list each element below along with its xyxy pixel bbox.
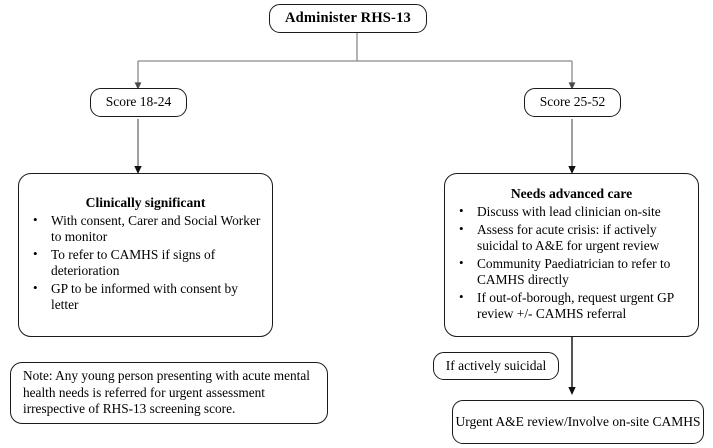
clinically-significant-list: With consent, Carer and Social Worker to…	[29, 212, 262, 314]
list-item: With consent, Carer and Social Worker to…	[29, 212, 262, 246]
administer-rhs13-box[interactable]: Administer RHS-13	[269, 4, 427, 33]
score-18-24-label: Score 18-24	[105, 94, 172, 110]
note-text: Note: Any young person presenting with a…	[23, 367, 310, 417]
if-actively-suicidal-box[interactable]: If actively suicidal	[433, 352, 559, 380]
needs-advanced-care-heading: Needs advanced care	[510, 186, 633, 202]
urgent-ae-review-label: Urgent A&E review/Involve on-site CAMHS	[455, 413, 701, 429]
score-25-52-label: Score 25-52	[539, 94, 606, 110]
list-item: If out-of-borough, request urgent GP rev…	[455, 289, 688, 323]
needs-advanced-care-box[interactable]: Needs advanced care Discuss with lead cl…	[444, 173, 699, 337]
score-box-25-52[interactable]: Score 25-52	[524, 88, 621, 117]
clinically-significant-box[interactable]: Clinically significant With consent, Car…	[18, 173, 273, 337]
list-item: GP to be informed with consent by letter	[29, 280, 262, 314]
list-item: Discuss with lead clinician on-site	[455, 203, 688, 220]
list-item-sub: To refer to CAMHS if signs of deteriorat…	[29, 246, 262, 280]
list-item: Assess for acute crisis: if actively sui…	[455, 221, 688, 255]
note-box[interactable]: Note: Any young person presenting with a…	[10, 362, 328, 424]
clinically-significant-heading: Clinically significant	[85, 195, 206, 211]
clinically-significant-body: Clinically significant With consent, Car…	[19, 186, 272, 324]
urgent-ae-review-box[interactable]: Urgent A&E review/Involve on-site CAMHS	[452, 400, 704, 444]
needs-advanced-care-body: Needs advanced care Discuss with lead cl…	[445, 177, 698, 332]
score-box-18-24[interactable]: Score 18-24	[90, 88, 187, 117]
administer-rhs13-label: Administer RHS-13	[285, 9, 411, 26]
if-actively-suicidal-label: If actively suicidal	[445, 357, 547, 373]
needs-advanced-care-list: Discuss with lead clinician on-site Asse…	[455, 203, 688, 323]
list-item: Community Paediatrician to refer to CAMH…	[455, 255, 688, 289]
